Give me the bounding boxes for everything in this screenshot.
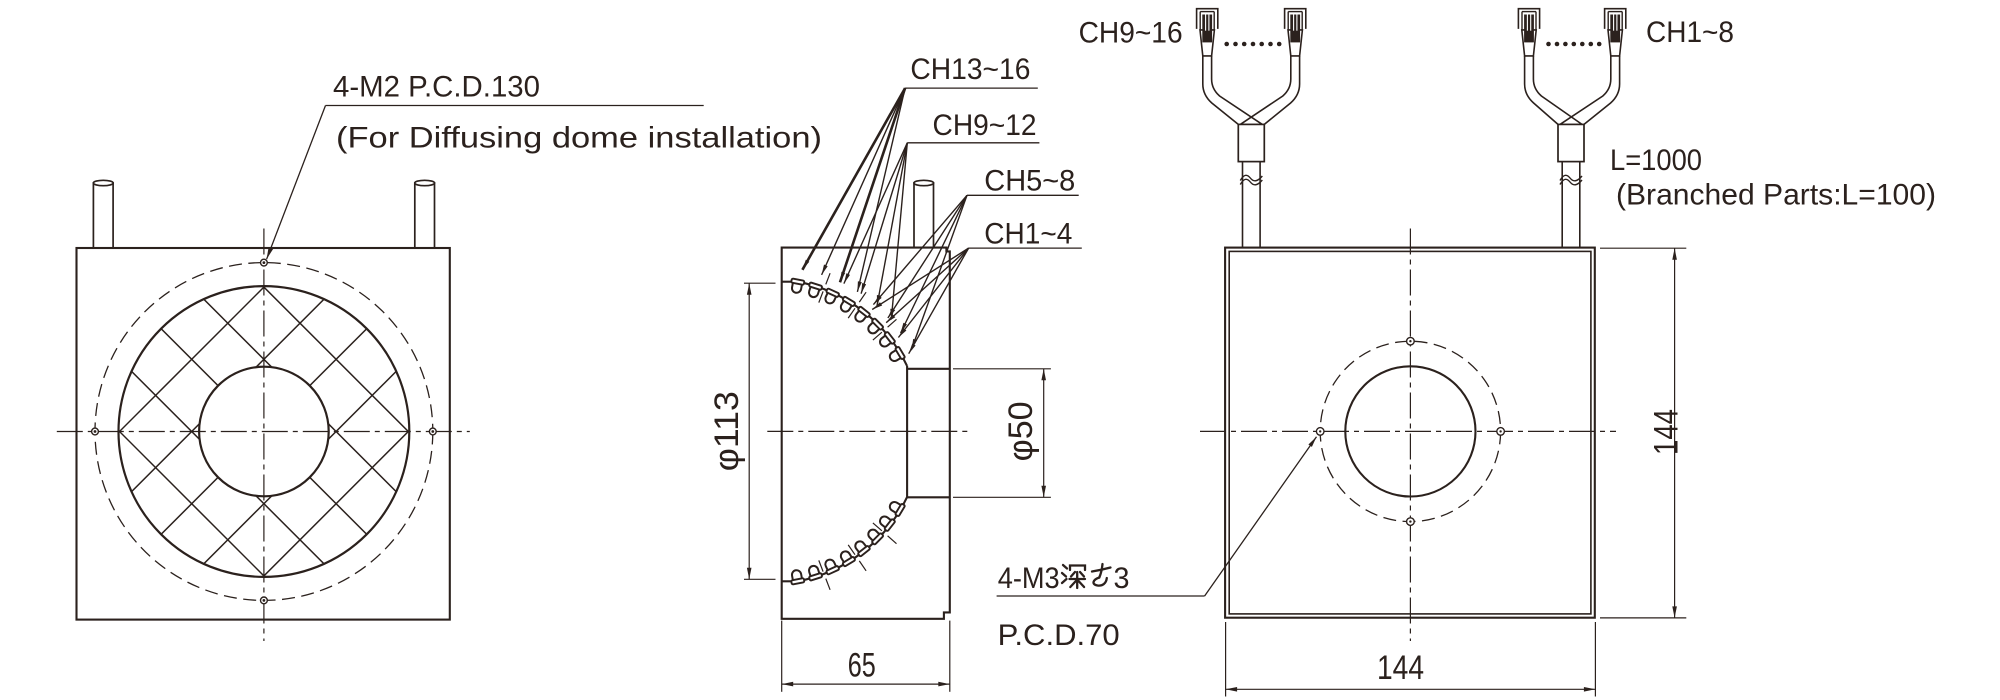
svg-text:CH1~8: CH1~8 [1646, 16, 1734, 49]
svg-text:CH1~4: CH1~4 [984, 218, 1072, 251]
svg-text:L=1000: L=1000 [1610, 144, 1702, 177]
svg-text:4-M3: 4-M3 [998, 562, 1060, 595]
svg-text:φ113: φ113 [708, 391, 746, 471]
svg-text:φ50: φ50 [1002, 401, 1040, 461]
svg-text:CH5~8: CH5~8 [984, 165, 1075, 198]
svg-text:4-M2 P.C.D.130: 4-M2 P.C.D.130 [333, 71, 540, 104]
svg-text:CH9~16: CH9~16 [1079, 17, 1183, 50]
svg-text:65: 65 [848, 646, 876, 684]
svg-text:(For Diffusing dome installati: (For Diffusing dome installation) [336, 122, 822, 155]
svg-text:CH13~16: CH13~16 [910, 53, 1030, 86]
svg-text:P.C.D.70: P.C.D.70 [998, 619, 1120, 652]
svg-text:144: 144 [1377, 649, 1424, 687]
svg-text:3: 3 [1114, 562, 1130, 595]
svg-text:(Branched Parts:L=100): (Branched Parts:L=100) [1616, 179, 1936, 212]
svg-text:CH9~12: CH9~12 [933, 109, 1037, 142]
svg-text:144: 144 [1648, 409, 1686, 455]
